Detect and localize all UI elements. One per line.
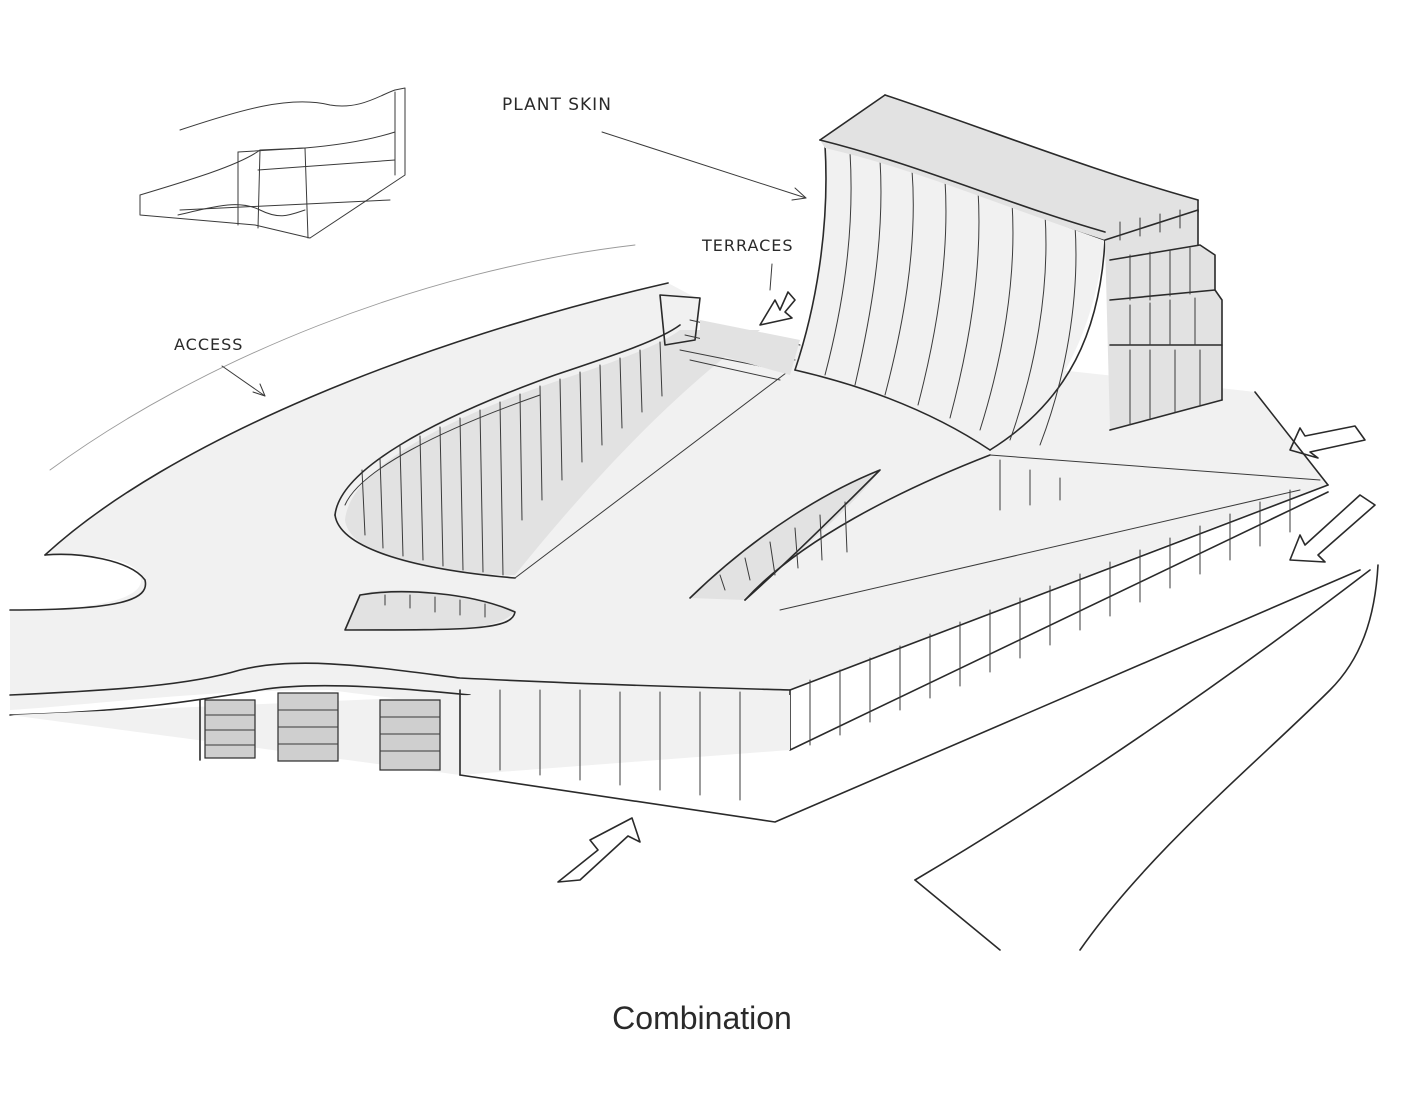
plant-skin-leader: [601, 131, 807, 199]
garage-door-1: [204, 699, 256, 759]
access-leader: [221, 365, 266, 397]
plant-skin-label: PLANT SKIN: [502, 95, 612, 115]
access-label: ACCESS: [174, 335, 244, 354]
tower-roof: [819, 94, 1199, 243]
main-facade-glazing: [809, 454, 1321, 746]
ground-floor: [10, 569, 1361, 823]
courtyard-floor: [779, 489, 1301, 611]
terraces-leader: [769, 263, 773, 291]
concept-thumbnail-sketch: [139, 87, 406, 239]
site-ground: [914, 564, 1379, 951]
ramp-void: [689, 454, 991, 601]
diagram-caption: Combination: [612, 1000, 792, 1036]
entry-arrow-right-top: [1289, 425, 1366, 459]
garage-door-3: [379, 699, 441, 771]
access-leader-head: [252, 383, 266, 397]
courtyard-glazing: [361, 341, 663, 576]
terraces-label: TERRACES: [702, 236, 794, 255]
terrace-block: [1104, 209, 1223, 431]
terraces-arrow: [759, 291, 796, 326]
plant-skin-leader-head: [791, 187, 807, 201]
courtyard-opening: [334, 324, 791, 579]
skylight-lens: [344, 590, 516, 631]
entry-arrow-right-bottom: [1289, 494, 1376, 563]
terraces-steps: [679, 319, 801, 381]
courtyard-wall: [659, 294, 701, 346]
access-guide-curve: [49, 244, 636, 471]
entry-arrow-front: [557, 817, 641, 883]
